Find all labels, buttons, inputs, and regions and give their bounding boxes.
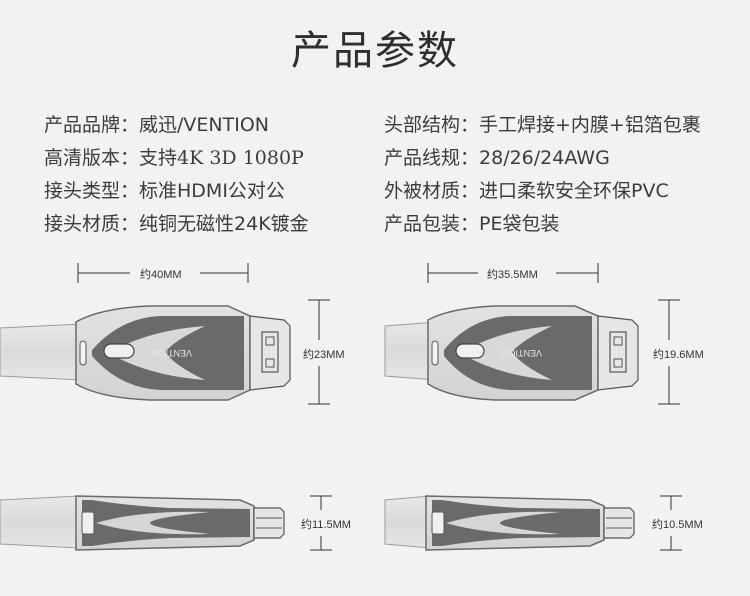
spec-label: 外被材质： (384, 180, 480, 202)
dim-label-right-side-height: 约10.5MM (652, 519, 703, 531)
dimension-line-right-width (427, 263, 599, 283)
spec-hd-version: 高清版本：支持4K 3D 1080P (44, 143, 304, 170)
dim-label-left-side-height: 约11.5MM (301, 519, 351, 531)
spec-packaging: 产品包装：PE袋包装 (384, 209, 559, 236)
spec-value: 进口柔软安全环保PVC (479, 180, 669, 202)
spec-label: 接头类型： (44, 180, 140, 202)
spec-label: 高清版本： (44, 147, 140, 169)
brand-logo-text: VENTION (152, 348, 192, 358)
spec-label: 产品线规： (384, 147, 480, 169)
dimension-line-left-side-height (310, 495, 332, 551)
dim-label-right-width: 约35.5MM (487, 269, 538, 281)
dim-label-left-height: 约23MM (303, 349, 345, 361)
dimension-line-right-height (658, 299, 680, 405)
spec-connector-type: 接头类型：标准HDMI公对公 (44, 176, 285, 203)
page-title: 产品参数 (291, 28, 459, 74)
spec-label: 头部结构： (384, 114, 480, 136)
connector-side-view-left (0, 495, 285, 551)
spec-label: 产品品牌： (44, 114, 140, 136)
brand-logo-text: VENTION (502, 348, 542, 358)
spec-value: PE袋包装 (479, 213, 560, 235)
spec-wire-gauge: 产品线规：28/26/24AWG (384, 143, 610, 170)
dimension-line-left-width (77, 263, 249, 283)
spec-label: 产品包装： (384, 213, 480, 235)
spec-head-structure: 头部结构：手工焊接+内膜+铝箔包裹 (384, 110, 701, 137)
dimension-line-right-side-height (660, 495, 682, 551)
spec-jacket-material: 外被材质：进口柔软安全环保PVC (384, 176, 669, 203)
spec-value: 威迅/VENTION (139, 114, 270, 136)
spec-value: 手工焊接+内膜+铝箔包裹 (479, 114, 701, 136)
dim-label-left-width: 约40MM (140, 269, 182, 281)
spec-brand: 产品品牌：威迅/VENTION (44, 110, 269, 137)
dimension-line-left-height (308, 299, 330, 405)
spec-value: 支持4K 3D 1080P (139, 147, 304, 169)
spec-value: 标准HDMI公对公 (139, 180, 285, 202)
connector-top-view-right: VENTION (384, 305, 639, 401)
spec-value: 28/26/24AWG (479, 147, 610, 169)
connector-top-view-left: VENTION (0, 305, 291, 401)
spec-label: 接头材质： (44, 213, 140, 235)
spec-value: 纯铜无磁性24K镀金 (139, 213, 309, 235)
spec-connector-material: 接头材质：纯铜无磁性24K镀金 (44, 209, 309, 236)
dim-label-right-height: 约19.6MM (653, 349, 704, 361)
connector-side-view-right (384, 495, 635, 551)
